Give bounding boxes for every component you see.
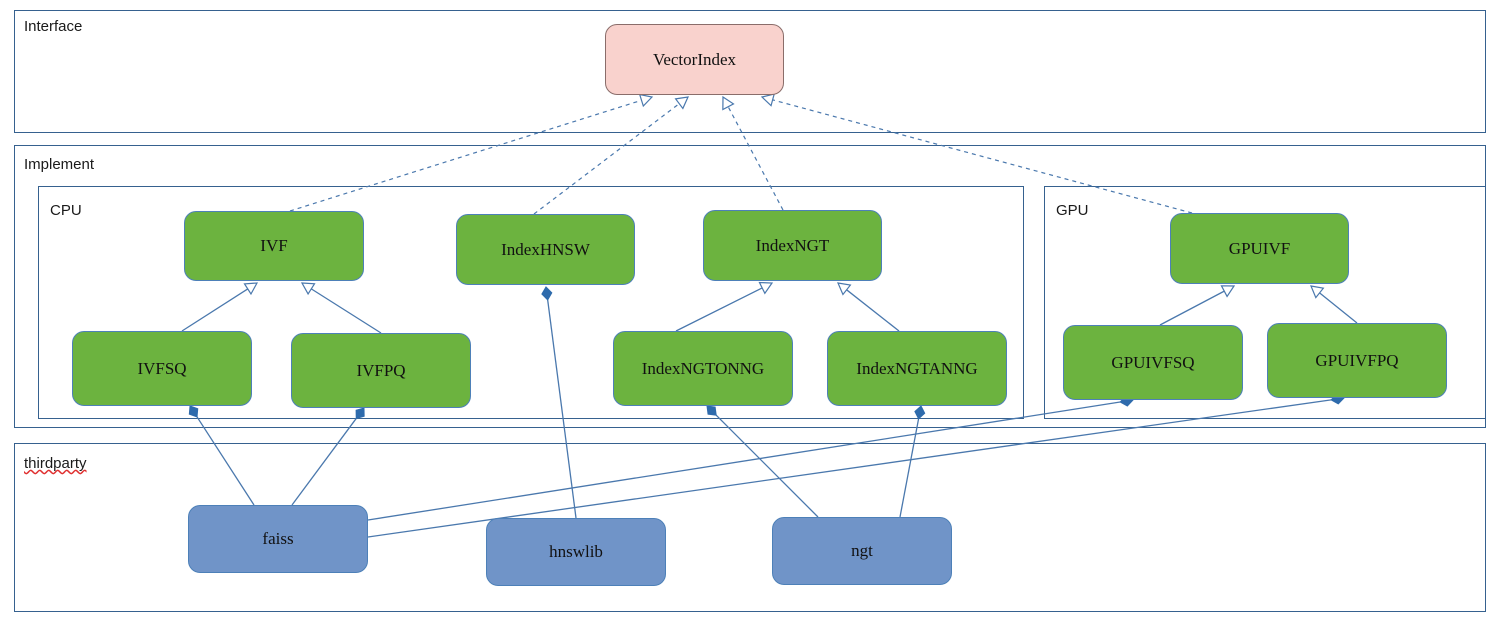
node-hnswlib[interactable]: hnswlib	[486, 518, 666, 586]
group-label-implement: Implement	[24, 156, 95, 173]
node-indexngtonng[interactable]: IndexNGTONNG	[613, 331, 793, 406]
node-indexngtanng[interactable]: IndexNGTANNG	[827, 331, 1007, 406]
node-indexhnsw[interactable]: IndexHNSW	[456, 214, 635, 285]
group-label-interface: Interface	[24, 18, 83, 35]
node-faiss[interactable]: faiss	[188, 505, 368, 573]
node-gpuivfsq[interactable]: GPUIVFSQ	[1063, 325, 1243, 400]
node-ivf[interactable]: IVF	[184, 211, 364, 281]
group-label-thirdparty: thirdparty	[24, 455, 87, 472]
node-ngt[interactable]: ngt	[772, 517, 952, 585]
node-gpuivfpq[interactable]: GPUIVFPQ	[1267, 323, 1447, 398]
node-ivfpq[interactable]: IVFPQ	[291, 333, 471, 408]
node-indexngt[interactable]: IndexNGT	[703, 210, 882, 281]
node-gpuivf[interactable]: GPUIVF	[1170, 213, 1349, 284]
node-vectorindex[interactable]: VectorIndex	[605, 24, 784, 95]
group-label-gpu: GPU	[1056, 202, 1089, 219]
node-ivfsq[interactable]: IVFSQ	[72, 331, 252, 406]
group-label-cpu: CPU	[50, 202, 82, 219]
